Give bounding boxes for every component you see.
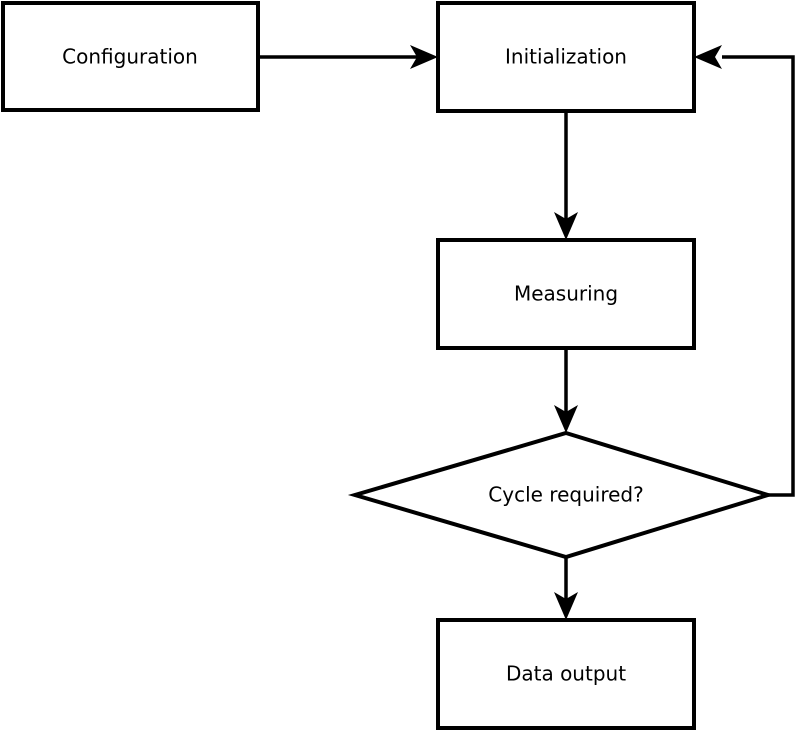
data-output-box[interactable] xyxy=(436,618,696,730)
node-configuration[interactable]: Configuration xyxy=(1,1,260,112)
edge-line-feedback-loop xyxy=(722,55,795,497)
arrowhead-down-into-data-output xyxy=(554,592,578,620)
data-output-label: Data output xyxy=(506,662,626,686)
arrowhead-right-into-initialization xyxy=(410,45,438,69)
edge-configuration-to-initialization xyxy=(258,45,438,69)
cycle-required-label: Cycle required? xyxy=(488,483,643,507)
arrowhead-down-into-measuring xyxy=(554,212,578,240)
arrowhead-down-into-cycle-required xyxy=(554,405,578,433)
configuration-box[interactable] xyxy=(1,1,260,112)
node-initialization[interactable]: Initialization xyxy=(436,1,696,113)
arrowhead-left-into-initialization xyxy=(694,45,722,69)
edge-cycle-required-to-data-output xyxy=(554,557,578,620)
configuration-label: Configuration xyxy=(62,45,198,69)
measuring-label: Measuring xyxy=(514,282,618,306)
edge-initialization-to-measuring xyxy=(554,111,578,240)
initialization-label: Initialization xyxy=(505,45,627,69)
edge-cycle-required-to-initialization-feedback xyxy=(694,45,795,497)
node-cycle-required[interactable]: Cycle required? xyxy=(347,430,775,560)
initialization-box[interactable] xyxy=(436,1,696,113)
edge-measuring-to-cycle-required xyxy=(554,348,578,433)
node-measuring[interactable]: Measuring xyxy=(436,238,696,350)
node-data-output[interactable]: Data output xyxy=(436,618,696,730)
